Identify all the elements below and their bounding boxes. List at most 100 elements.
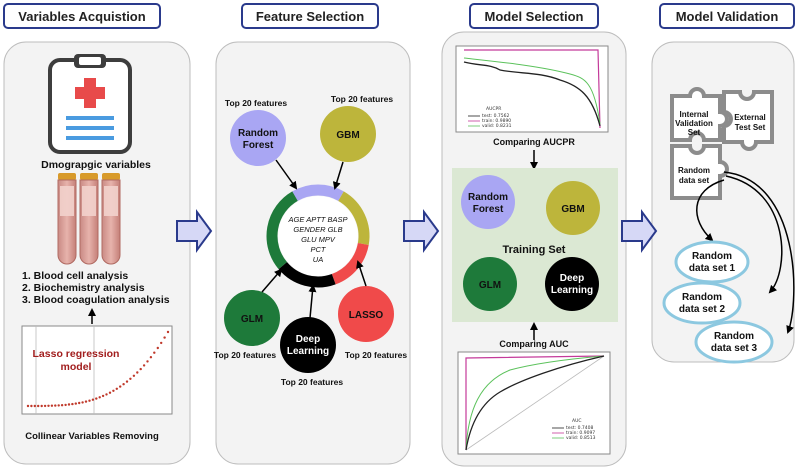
top-features-lasso: Top 20 features <box>345 350 407 360</box>
lasso-point <box>43 404 47 408</box>
analysis-item-1: 1. Blood cell analysis <box>22 270 128 282</box>
lasso-point <box>84 400 88 403</box>
ts-rf-label-2: Forest <box>473 204 504 215</box>
lasso-point <box>112 389 115 392</box>
random-set-3-label-2: data set 3 <box>711 343 758 354</box>
ts-gbm-label: GBM <box>561 204 584 215</box>
lasso-point <box>67 403 71 406</box>
lasso-point <box>115 387 119 390</box>
model-deep-learning: Deep Learning <box>280 317 336 373</box>
lasso-label: LASSO <box>349 310 384 321</box>
stage-title-validation: Model Validation <box>676 9 779 24</box>
aucpr-plot <box>455 45 609 133</box>
lasso-point <box>129 377 132 380</box>
collinear-caption: Collinear Variables Removing <box>25 431 159 442</box>
model-lasso: LASSO <box>338 286 394 342</box>
model-random-forest: Random Forest <box>230 110 286 166</box>
aucpr-legend-row-2: train: 0.9890 <box>482 118 511 124</box>
lasso-point <box>125 380 129 383</box>
random-set-3-label-1: Random <box>714 331 754 342</box>
puzzle-internal-label-3: Set <box>688 128 701 137</box>
lasso-point <box>30 404 33 408</box>
puzzle-external-label-1: External <box>734 113 766 122</box>
random-set-3 <box>694 320 774 364</box>
ts-dl-label-2: Learning <box>551 285 593 296</box>
puzzle-internal <box>670 87 729 142</box>
auc-plot <box>457 351 611 455</box>
analysis-item-3: 3. Blood coagulation analysis <box>22 294 170 306</box>
lasso-plot <box>21 325 173 415</box>
auc-legend-row-1: test: 0.7408 <box>566 425 593 431</box>
feature-line-1: AGE APTT BASP <box>288 215 348 224</box>
aucpr-legend-row-3: valid: 0.8231 <box>482 123 512 129</box>
random-set-2-label-2: data set 2 <box>679 304 726 315</box>
lasso-point <box>26 404 30 408</box>
top-features-dl: Top 20 features <box>281 377 343 387</box>
clipboard-icon <box>48 54 132 154</box>
ts-gbm <box>546 181 600 235</box>
arrow-glm-to-ring <box>261 268 283 293</box>
lasso-point <box>81 401 84 404</box>
stage-arrow-3 <box>621 208 658 254</box>
lasso-point <box>156 346 159 350</box>
puzzle-external <box>722 90 774 151</box>
lasso-point <box>47 404 50 407</box>
lasso-point <box>142 364 146 367</box>
stage-header-validation: Model Validation <box>659 3 795 29</box>
ts-glm-label: GLM <box>479 280 501 291</box>
blood-tubes-icon <box>57 173 121 265</box>
demographic-label: Dmograpgic variables <box>41 159 151 171</box>
stage-header-feature: Feature Selection <box>241 3 379 29</box>
random-set-1-label-2: data set 1 <box>689 263 736 274</box>
lasso-title-line2: model <box>61 361 92 373</box>
lasso-point <box>95 397 98 400</box>
lasso-point <box>108 391 112 394</box>
lasso-point <box>88 399 91 402</box>
arrow-dl-to-ring <box>308 284 317 319</box>
aucpr-caption: Comparing AUCPR <box>493 137 575 147</box>
lasso-point <box>136 371 139 374</box>
ts-glm <box>463 257 517 311</box>
feature-ring <box>266 184 370 288</box>
lasso-point <box>119 385 122 388</box>
aucpr-legend-title: AUCPR <box>486 106 501 112</box>
lasso-point <box>98 396 101 399</box>
auc-caption: Comparing AUC <box>499 339 569 349</box>
lasso-point <box>64 403 67 407</box>
lasso-point <box>149 356 153 359</box>
glm-label: GLM <box>241 314 263 325</box>
lasso-point <box>153 351 156 354</box>
lasso-point <box>166 330 170 334</box>
feature-list: AGE APTT BASP GENDER GLB GLU MPV PCT UA <box>288 215 348 264</box>
top-features-glm: Top 20 features <box>214 350 276 360</box>
arrow-to-set-2 <box>725 175 783 294</box>
lasso-point <box>33 404 36 408</box>
arrow-to-set-1 <box>696 179 725 242</box>
lasso-point <box>139 367 142 371</box>
random-set-2 <box>662 281 742 325</box>
puzzle-random-label-1: Random <box>678 166 710 175</box>
rf-label-2: Forest <box>243 140 274 151</box>
stage-arrow-1 <box>176 208 213 254</box>
lasso-point <box>54 404 57 407</box>
arrow-lasso-to-ring <box>356 260 367 287</box>
lasso-point <box>71 402 74 406</box>
lasso-point <box>105 393 108 396</box>
stage-header-model-selection: Model Selection <box>469 3 599 29</box>
arrow-to-set-3 <box>723 171 795 334</box>
puzzle-random-label-2: data set <box>679 176 710 185</box>
arrow-rf-to-ring <box>275 159 298 190</box>
lasso-title-line1: Lasso regression <box>33 348 120 360</box>
lasso-point <box>101 394 105 398</box>
ts-random-forest <box>461 175 515 229</box>
ts-deep-learning <box>545 257 599 311</box>
dl-label-2: Learning <box>287 346 329 357</box>
lasso-point <box>40 404 43 408</box>
auc-legend-row-3: valid: 0.8513 <box>566 435 596 441</box>
puzzle-pieces-icon <box>670 87 774 200</box>
ring-segment-5 <box>266 191 298 270</box>
ts-rf-label-1: Random <box>468 192 508 203</box>
feature-line-3: GLU MPV <box>301 235 336 244</box>
lasso-point <box>163 336 166 339</box>
auc-legend-title: AUC <box>572 418 582 424</box>
